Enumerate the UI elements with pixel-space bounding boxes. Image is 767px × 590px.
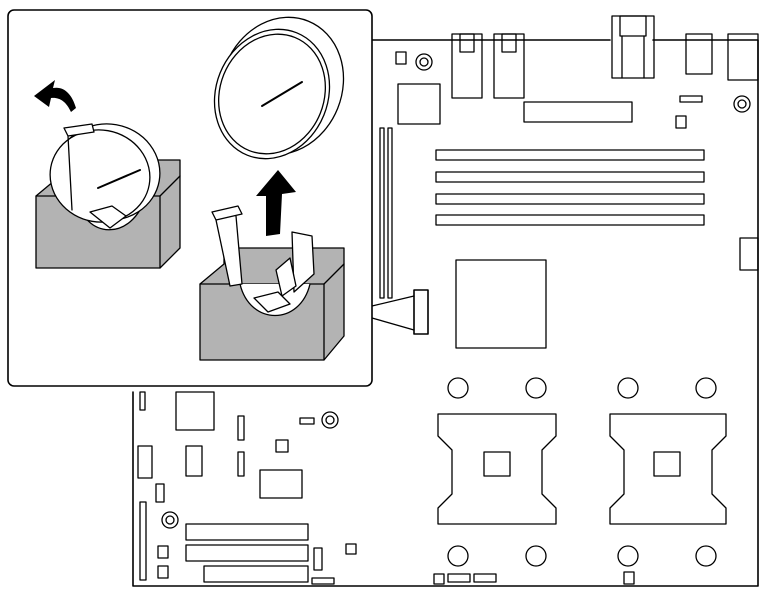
rear-io-connectors (395, 15, 759, 129)
lift-arrow-icon (256, 170, 296, 236)
side-connector (739, 237, 759, 271)
release-clip (211, 205, 243, 287)
battery-removal-callout (7, 9, 415, 387)
dimm-slot (435, 149, 705, 226)
rotate-arrow-icon (34, 80, 76, 112)
coin-cell-battery-icon (49, 123, 161, 223)
holder-contact (89, 205, 127, 229)
lower-left-components (137, 391, 339, 581)
expansion-slot (185, 523, 357, 585)
bottom-connectors (433, 571, 635, 585)
cpu-socket (437, 377, 557, 567)
vertical-slot (379, 127, 393, 299)
release-clip (63, 123, 95, 211)
cpu-socket (609, 377, 727, 567)
coin-cell-battery-icon (213, 16, 345, 160)
motherboard-outline (132, 39, 759, 587)
battery-location (413, 289, 429, 335)
chipset (455, 259, 547, 349)
